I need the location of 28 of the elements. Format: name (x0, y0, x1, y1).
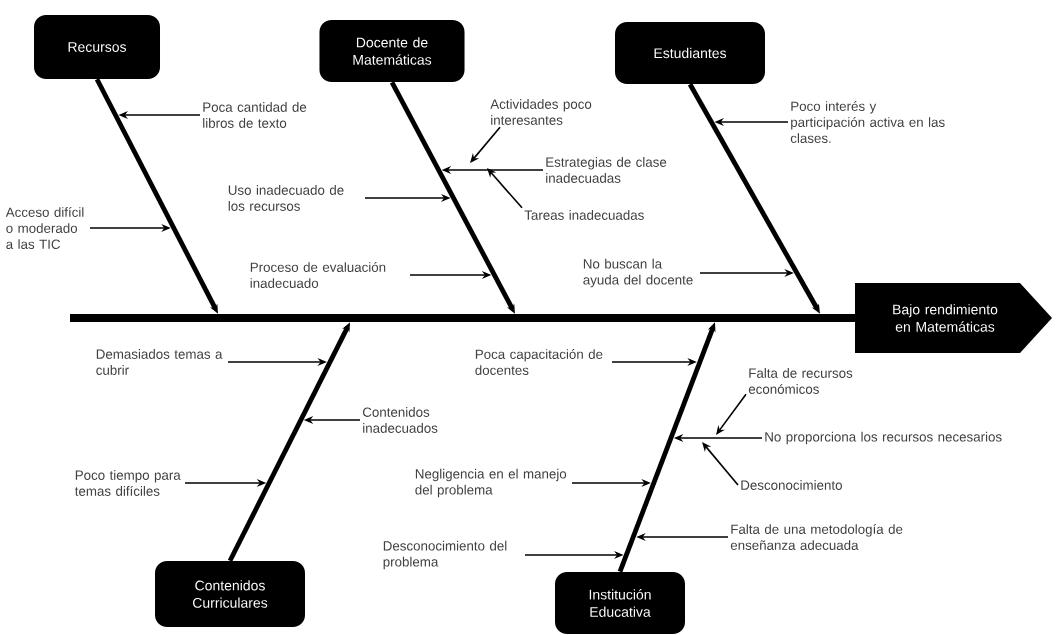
cause-label: Uso inadecuado de los recursos (228, 185, 344, 211)
cause-label: Actividades poco interesantes (490, 99, 592, 125)
category-box: Docente de Matemáticas (319, 20, 465, 82)
cause-label: Negligencia en el manejo del problema (415, 468, 567, 498)
cause-label: Poco interés y participación activa en las clases. (790, 101, 945, 143)
cause-label: Demasiados temas a cubrir (96, 349, 223, 375)
cause-label: Desconocimiento del problema (383, 540, 507, 570)
category-box: Recursos (34, 15, 160, 79)
cause-label: Poco tiempo para temas difíciles (74, 470, 181, 496)
cause-label: Poca capacitación de docentes (475, 349, 603, 375)
cause-label: No proporciona los recursos necesarios (765, 431, 1002, 445)
arrow (702, 442, 739, 486)
cause-label: Falta de recursos económicos (748, 368, 853, 394)
arrow (716, 393, 747, 435)
cause-label: Acceso difícil o moderado a las TIC (5, 207, 84, 249)
cause-label: Estrategias de clase inadecuadas (546, 157, 667, 183)
cause-label: Contenidos inadecuados (362, 407, 438, 433)
cause-label: Falta de una metodología de enseñanza adecuada (730, 524, 903, 550)
cause-label: No buscan la ayuda del docente (583, 258, 693, 288)
cause-label: Tareas inadecuadas (524, 210, 644, 220)
cause-label: Desconocimiento (741, 480, 842, 490)
cause-label: Poca cantidad de libros de texto (203, 102, 307, 128)
category-box: Contenidos Curriculares (155, 561, 305, 627)
category-box: Institución Educativa (555, 572, 685, 634)
arrow (470, 126, 501, 163)
category-box: Estudiantes (615, 22, 765, 84)
cause-label: Proceso de evaluación inadecuado (250, 262, 386, 288)
arrow (487, 168, 523, 209)
